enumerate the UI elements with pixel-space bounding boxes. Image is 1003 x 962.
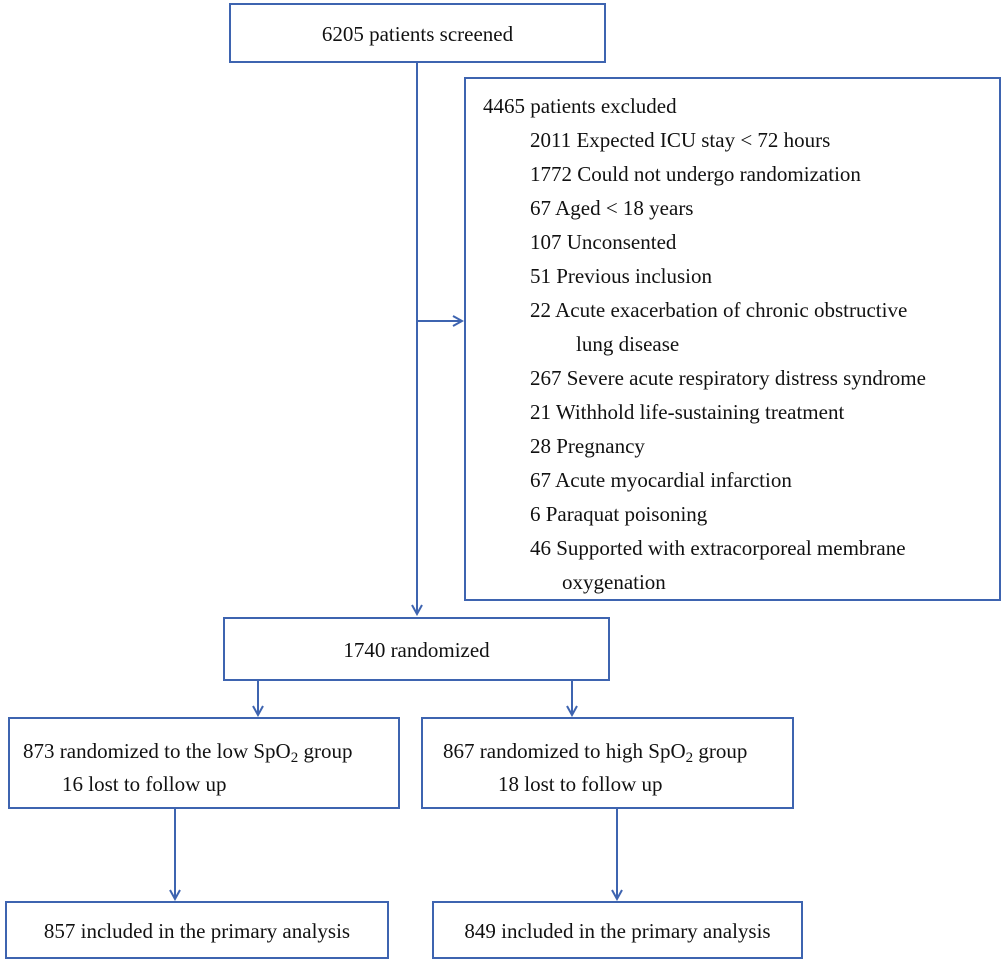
exclusion-reason: 267 Severe acute respiratory distress sy… (530, 366, 926, 390)
excluded-box: 4465 patients excluded 2011 Expected ICU… (464, 77, 1001, 601)
low-group-label-subscript: 2 (290, 750, 299, 766)
randomized-box: 1740 randomized (223, 617, 610, 681)
low-group-lost: 16 lost to follow up (62, 772, 227, 796)
randomized-label: 1740 randomized (343, 638, 490, 662)
exclusion-reason: 67 Acute myocardial infarction (530, 468, 792, 492)
exclusion-reason: 67 Aged < 18 years (530, 196, 694, 220)
exclusion-reason: 6 Paraquat poisoning (530, 502, 708, 526)
screened-label: 6205 patients screened (321, 22, 514, 46)
low-analysis-label: 857 included in the primary analysis (43, 919, 351, 943)
excluded-header: 4465 patients excluded (483, 94, 677, 118)
exclusion-reason: 2011 Expected ICU stay < 72 hours (530, 128, 831, 152)
exclusion-reason: 1772 Could not undergo randomization (530, 162, 861, 186)
low-group-label-text: 873 randomized to the low SpO (23, 739, 291, 763)
exclusion-reason: 107 Unconsented (530, 230, 677, 254)
high-analysis-label: 849 included in the primary analysis (464, 919, 771, 943)
screened-box: 6205 patients screened (229, 3, 606, 63)
high-group-label-text: 867 randomized to high SpO (443, 739, 686, 763)
exclusion-reason: 46 Supported with extracorporeal membran… (530, 536, 906, 560)
low-analysis-box: 857 included in the primary analysis (5, 901, 389, 959)
high-group-box: 867 randomized to high SpO2 group 18 los… (421, 717, 794, 809)
high-group-label-subscript: 2 (685, 750, 694, 766)
exclusion-reason: 28 Pregnancy (530, 434, 645, 458)
high-group-label: 867 randomized to high SpO2 group (443, 739, 748, 766)
exclusion-reason-continuation: oxygenation (562, 570, 666, 594)
high-group-lost: 18 lost to follow up (498, 772, 663, 796)
low-group-label: 873 randomized to the low SpO2 group (23, 739, 353, 766)
high-analysis-box: 849 included in the primary analysis (432, 901, 803, 959)
exclusion-reason: 21 Withhold life-sustaining treatment (530, 400, 845, 424)
high-group-label-suffix: group (693, 739, 748, 763)
exclusion-reason: 22 Acute exacerbation of chronic obstruc… (530, 298, 908, 322)
low-group-box: 873 randomized to the low SpO2 group 16 … (8, 717, 400, 809)
low-group-label-suffix: group (298, 739, 353, 763)
exclusion-reason: 51 Previous inclusion (530, 264, 712, 288)
exclusion-reason-continuation: lung disease (576, 332, 680, 356)
